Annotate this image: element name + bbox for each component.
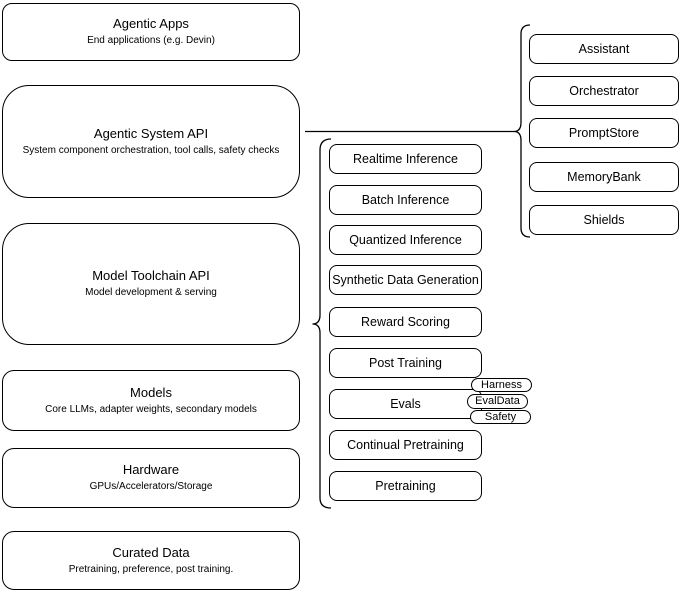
node-synthetic-data-generation: Synthetic Data Generation [329,265,482,295]
node-title: Model Toolchain API [92,268,210,283]
node-curated-data: Curated Data Pretraining, preference, po… [2,531,300,590]
node-label: Shields [583,213,625,227]
node-label: Orchestrator [569,84,639,98]
node-title: Agentic Apps [113,16,189,31]
node-label: Evals [390,397,421,411]
node-label: Reward Scoring [361,315,450,329]
node-label: Realtime Inference [353,152,458,166]
node-continual-pretraining: Continual Pretraining [329,430,482,460]
evals-tag-harness: Harness [471,378,532,392]
node-label: PromptStore [568,126,640,140]
node-assistant: Assistant [529,34,679,64]
node-agentic-apps: Agentic Apps End applications (e.g. Devi… [2,3,300,61]
node-title: Models [130,384,172,400]
node-memorybank: MemoryBank [529,162,679,192]
node-model-toolchain-api: Model Toolchain API Model development & … [2,223,300,345]
node-subtitle: Core LLMs, adapter weights, secondary mo… [45,403,257,415]
evals-tag-safety: Safety [470,410,531,424]
pill-label: Harness [481,378,522,391]
node-hardware: Hardware GPUs/Accelerators/Storage [2,448,300,508]
pill-label: Safety [484,410,517,423]
node-orchestrator: Orchestrator [529,76,679,106]
node-evals: Evals [329,389,482,419]
node-label: Post Training [369,356,442,370]
node-subtitle: Model development & serving [85,287,217,298]
node-models: Models Core LLMs, adapter weights, secon… [2,370,300,431]
node-title: Hardware [122,462,180,477]
node-label: Assistant [578,42,630,56]
system-components-brace [513,24,531,238]
evals-tag-evaldata: EvalData [467,394,528,409]
node-subtitle: End applications (e.g. Devin) [87,35,215,46]
node-title: Curated Data [112,544,190,560]
node-reward-scoring: Reward Scoring [329,307,482,337]
node-batch-inference: Batch Inference [329,185,482,215]
node-pretraining: Pretraining [329,471,482,501]
node-subtitle: System component orchestration, tool cal… [22,144,280,156]
node-agentic-system-api: Agentic System API System component orch… [2,85,300,198]
node-subtitle: Pretraining, preference, post training. [68,563,234,575]
node-label: MemoryBank [567,170,641,184]
node-subtitle: GPUs/Accelerators/Storage [89,481,213,492]
node-promptstore: PromptStore [529,118,679,148]
node-realtime-inference: Realtime Inference [329,144,482,174]
node-shields: Shields [529,205,679,235]
node-title: Agentic System API [93,125,209,141]
node-label: Quantized Inference [349,233,462,247]
node-label: Continual Pretraining [347,438,464,452]
node-label: Pretraining [375,479,436,493]
node-label: Synthetic Data Generation [332,273,479,287]
pill-label: EvalData [475,395,520,407]
node-post-training: Post Training [329,348,482,378]
node-label: Batch Inference [361,193,450,207]
node-quantized-inference: Quantized Inference [329,225,482,255]
